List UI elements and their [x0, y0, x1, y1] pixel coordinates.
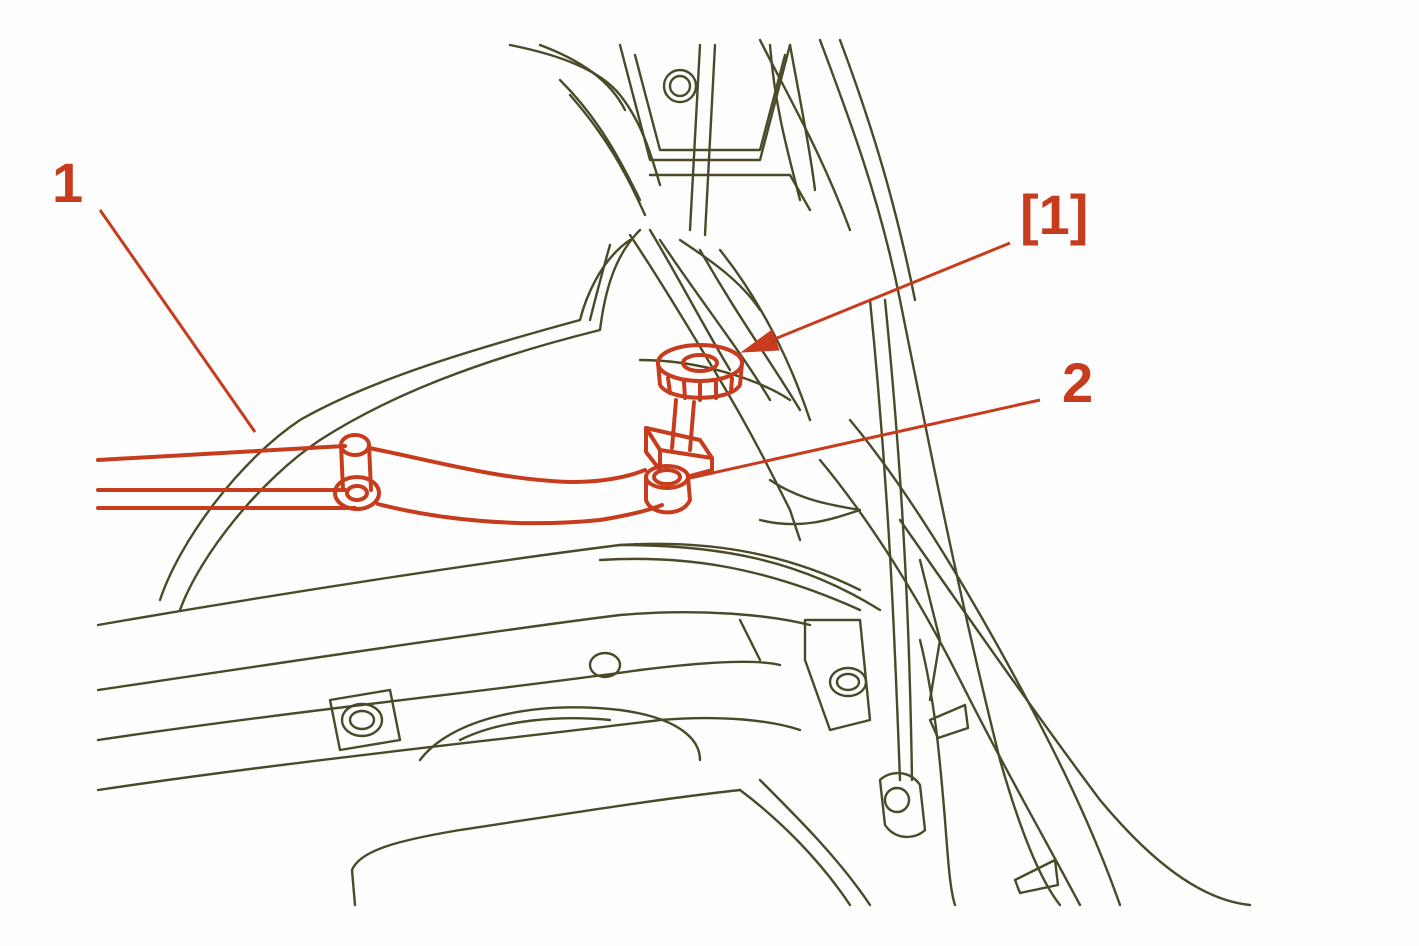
callout-label-bracket-1: [1] — [1020, 183, 1088, 246]
prop-rod-retainer — [644, 426, 714, 478]
engine-bay-line-art — [96, 38, 1252, 907]
leader-line-2 — [689, 398, 1041, 480]
leader-arrow-bracket-1 — [740, 241, 1011, 353]
callout-label-2: 2 — [1062, 351, 1093, 414]
hood-prop-rod — [96, 433, 692, 526]
hood-bumper-knob — [656, 343, 744, 452]
callout-label-1: 1 — [52, 151, 83, 214]
leader-line-1 — [98, 209, 257, 433]
